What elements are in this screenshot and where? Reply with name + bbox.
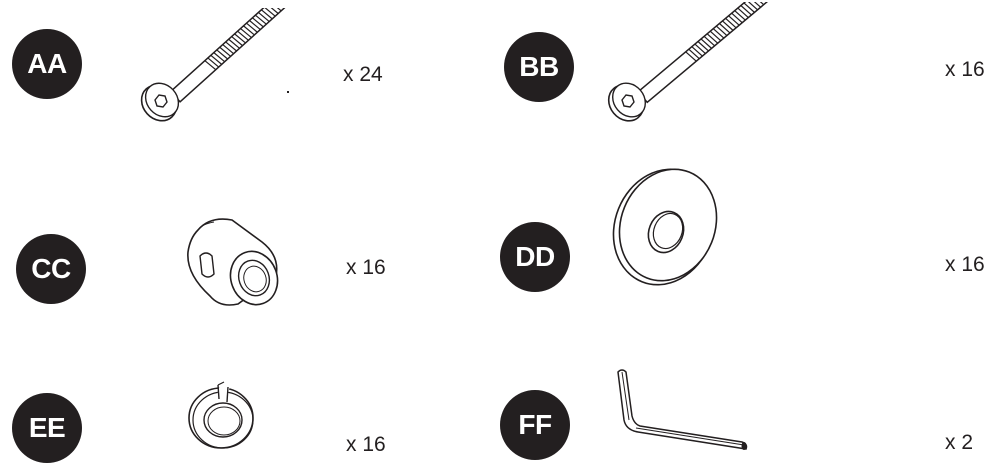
bolt-icon [600,2,795,132]
part-label-ee: EE [12,393,82,463]
part-id-text: BB [519,51,559,82]
part-id-text: CC [31,253,71,284]
washer-icon [604,165,724,290]
allen-key-icon [610,364,755,450]
quantity-aa: x 24 [343,63,383,86]
barrel-nut-icon [180,212,290,312]
part-id-text: AA [27,48,67,79]
quantity-ff: x 2 [945,431,974,454]
part-label-cc: CC [16,234,86,304]
stray-dot [287,91,289,93]
part-label-bb: BB [504,32,574,102]
quantity-dd: x 16 [945,253,985,276]
quantity-ee: x 16 [346,433,386,456]
quantity-bb: x 16 [945,58,985,81]
bolt-icon [135,8,310,128]
part-label-dd: DD [500,222,570,292]
part-label-aa: AA [12,29,82,99]
part-label-ff: FF [500,390,570,460]
part-id-text: FF [518,409,552,440]
part-id-text: DD [515,241,555,272]
lock-washer-icon [183,380,263,452]
quantity-cc: x 16 [346,256,386,279]
part-id-text: EE [28,412,66,443]
